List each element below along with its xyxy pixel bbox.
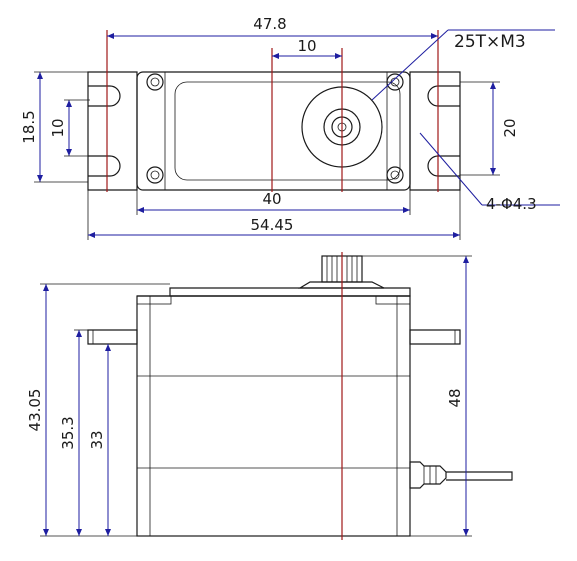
side-left-flange: [87, 329, 138, 345]
cable-exit: [409, 461, 513, 489]
right-mount-tab: [409, 71, 461, 191]
corner-screws: [146, 73, 404, 184]
dim-spline-offset: 10: [297, 37, 316, 55]
dim-height-to-flange: 35.3: [59, 416, 77, 449]
top-view: 47.8 10 25T×M3 18.5 10 20 40 54.45: [20, 15, 560, 240]
hole-spec-label: 4-Φ4.3: [486, 195, 537, 213]
case-lid-outline: [164, 71, 388, 191]
left-mount-tab: [87, 71, 138, 191]
right-slot-holes: [427, 85, 460, 177]
dim-height-with-spline: 48: [446, 388, 464, 407]
side-body: [136, 295, 411, 537]
side-top-cap: [169, 287, 411, 297]
dim-hole-spacing-vertical: 20: [501, 118, 519, 137]
dim-height-overall: 18.5: [20, 110, 38, 143]
case-body-top: [136, 71, 411, 191]
left-slot-holes: [88, 85, 121, 177]
side-view: 43.05 35.3 33 48: [26, 252, 513, 540]
dim-height-total: 43.05: [26, 389, 44, 432]
dim-body-width: 40: [262, 190, 281, 208]
dim-height-inner: 10: [49, 118, 67, 137]
dim-width-outer-tabs: 47.8: [253, 15, 286, 33]
case-inner-recess: [174, 81, 401, 181]
spline-spec-label: 25T×M3: [454, 32, 526, 52]
dim-height-body: 33: [88, 430, 106, 449]
dim-overall-length: 54.45: [251, 216, 294, 234]
side-right-flange: [409, 329, 461, 345]
